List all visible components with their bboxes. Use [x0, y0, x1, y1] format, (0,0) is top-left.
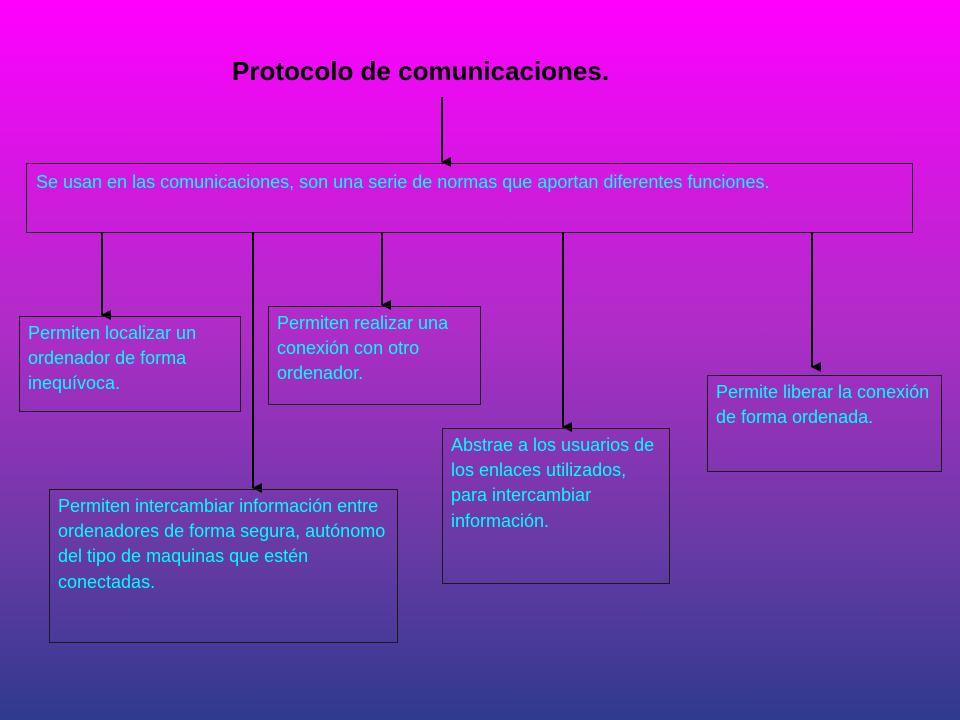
- diagram-title: Protocolo de comunicaciones.: [232, 56, 610, 86]
- child-node-conexion: Permiten realizar una conexión con otro …: [268, 306, 481, 405]
- root-node: Se usan en las comunicaciones, son una s…: [26, 163, 913, 233]
- child-node-abstrae: Abstrae a los usuarios de los enlaces ut…: [442, 428, 670, 584]
- child-node-liberar: Permite liberar la conexión de forma ord…: [707, 375, 942, 472]
- child-node-intercambiar: Permiten intercambiar información entre …: [49, 489, 398, 643]
- child-node-localizar: Permiten localizar un ordenador de forma…: [19, 316, 241, 412]
